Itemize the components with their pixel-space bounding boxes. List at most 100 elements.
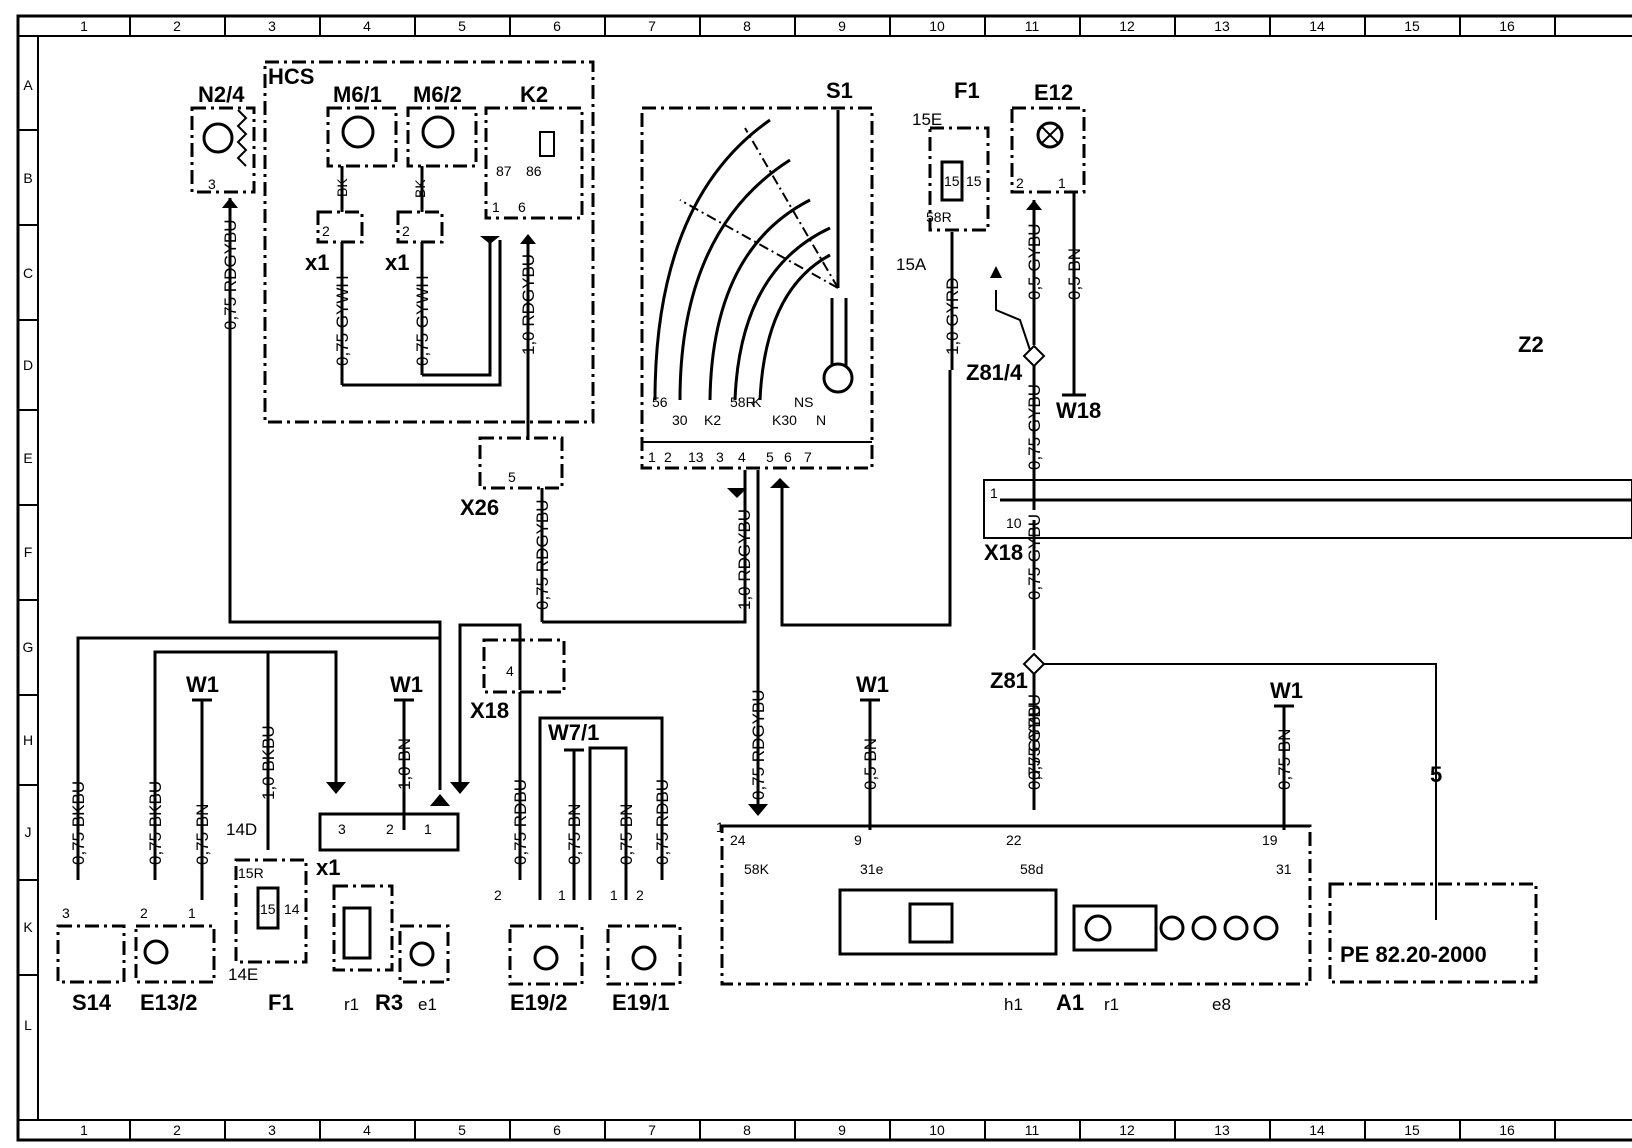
fuse-tag: 58R: [926, 209, 952, 225]
label-s1: S1: [826, 78, 853, 103]
component-s14: 3 S14: [56, 905, 126, 1015]
col-label: 7: [648, 18, 656, 34]
a1-inner: 58K: [744, 861, 770, 877]
label-x1: x1: [305, 250, 329, 275]
row-label: E: [23, 450, 32, 466]
col-label: 11: [1025, 1122, 1040, 1138]
label-e1: e1: [418, 995, 437, 1014]
wire-label: 0,75 BKBU: [69, 781, 88, 865]
row-label: B: [23, 170, 32, 186]
col-label: 4: [363, 18, 371, 34]
a1-pin: 24: [730, 832, 746, 848]
pin: 1: [990, 485, 998, 501]
label-w1: W1: [856, 672, 889, 697]
wire-label: 0,75 BN: [1275, 729, 1294, 790]
pin: 86: [526, 163, 542, 179]
lamp-icon: [1036, 121, 1064, 149]
lamp-icon: [533, 945, 559, 971]
row-labels: A B C D E F G H J K L: [23, 77, 34, 1033]
lamp-icon: [143, 939, 169, 965]
component-e1: e1: [398, 924, 450, 1014]
col-label: 4: [363, 1122, 371, 1138]
label-k2: K2: [520, 82, 548, 107]
component-e13-2: 2 1 E13/2: [134, 905, 216, 1015]
s1-pin: 56: [652, 394, 668, 410]
pin: 1: [558, 887, 566, 903]
fuse-num: 15A: [896, 255, 927, 274]
col-label: 10: [929, 1122, 945, 1138]
label-w1: W1: [390, 672, 423, 697]
col-label: 10: [929, 18, 945, 34]
connector-x26: 5 X26: [460, 436, 564, 520]
wire-label: 0,5 GYBU: [1025, 223, 1044, 300]
label-f1: F1: [954, 78, 980, 103]
a1-inner: 58d: [1020, 861, 1043, 877]
col-label: 1: [80, 1122, 88, 1138]
pin: 1: [716, 819, 724, 835]
lamp-icon: [409, 941, 435, 967]
gauge-icon: [1084, 914, 1112, 942]
row-label: H: [23, 732, 33, 748]
wire-label: 0,5 BN: [861, 738, 880, 790]
s1-pin: 7: [804, 449, 812, 465]
col-label: 8: [743, 18, 751, 34]
col-label: 7: [648, 1122, 656, 1138]
fuse-inner: 15: [944, 173, 960, 189]
wire-label: 1,0 RDGYBU: [519, 254, 538, 355]
label-x1: x1: [385, 250, 409, 275]
pin: 2: [402, 223, 410, 239]
label-m6-1: M6/1: [333, 82, 382, 107]
pin: 1: [492, 199, 500, 215]
label-x18: X18: [984, 540, 1023, 565]
wire-label: 0,75 GYBU: [1025, 694, 1044, 780]
col-label: 16: [1499, 1122, 1515, 1138]
label-m6-2: M6/2: [413, 82, 462, 107]
component-m6-1: M6/1 BK 2 x1: [305, 82, 398, 275]
a1-pin: 19: [1262, 832, 1278, 848]
pin: 1: [188, 905, 196, 921]
outer-frame: [16, 14, 1632, 1142]
s1-pin: 2: [664, 449, 672, 465]
col-label: 11: [1025, 18, 1040, 34]
s1-pin: 4: [738, 449, 746, 465]
s1-pin: 58R: [730, 394, 756, 410]
wire-label: 1,0 GYRD: [943, 278, 962, 355]
label-s14: S14: [72, 990, 112, 1015]
connector-x18-top: 1 10 X18: [983, 479, 1632, 565]
ref-text: PE 82.20-2000: [1340, 942, 1487, 967]
component-n2-4: N2/4 3: [190, 82, 256, 208]
component-e19-2: 2 1 E19/2: [494, 887, 584, 1015]
pin: 4: [506, 663, 514, 679]
a1-inner: 31e: [860, 861, 884, 877]
a1-pin: 9: [854, 832, 862, 848]
label-w7-1: W7/1: [548, 720, 599, 745]
col-label: 8: [743, 1122, 751, 1138]
label-x26: X26: [460, 495, 499, 520]
fuse-num: 14E: [228, 965, 258, 984]
label-hcs: HCS: [268, 64, 314, 89]
pin: 87: [496, 163, 512, 179]
col-label: 14: [1309, 18, 1325, 34]
s1-pin: N: [816, 412, 826, 428]
pin: 2: [1016, 175, 1024, 191]
wire-label: 0,75 GYBU: [1025, 514, 1044, 600]
connector-x18-mid: 4 X18: [470, 638, 566, 723]
label-r1: r1: [1104, 995, 1119, 1014]
col-label: 12: [1119, 18, 1135, 34]
s1-pin: K30: [772, 412, 797, 428]
col-label: 3: [268, 18, 276, 34]
s1-pin: K2: [704, 412, 721, 428]
label-n2-4: N2/4: [198, 82, 245, 107]
fuse-side: 15: [966, 173, 982, 189]
pin: 3: [338, 821, 346, 837]
a1-pin: 22: [1006, 832, 1022, 848]
pin: 2: [494, 887, 502, 903]
pin: 1: [1058, 175, 1066, 191]
wire-label: 0,75 BKBU: [146, 781, 165, 865]
label-w1: W1: [186, 672, 219, 697]
lamp-icon: [1191, 915, 1217, 941]
pin: 5: [508, 469, 516, 485]
s1-pin: NS: [794, 394, 813, 410]
pin: 3: [208, 176, 216, 192]
